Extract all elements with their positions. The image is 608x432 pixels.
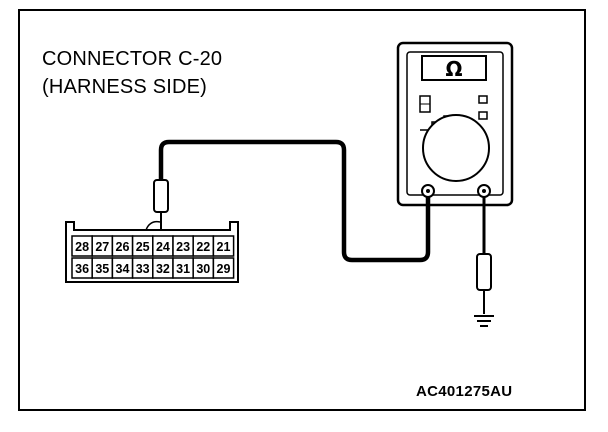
connector-pin-number: 23 xyxy=(176,240,190,254)
connector-pin-number: 33 xyxy=(136,262,150,276)
diagram-frame xyxy=(18,9,586,411)
connector-c20: 28 27 26 25 24 23 22 21 36 35 34 33 32 31 30 29 xyxy=(65,220,239,283)
connector-pin-number: 28 xyxy=(75,240,89,254)
connector-pin-number: 22 xyxy=(196,240,210,254)
connector-pin-number: 34 xyxy=(116,262,130,276)
connector-subtitle: (HARNESS SIDE) xyxy=(42,76,208,98)
connector-pin-number: 21 xyxy=(217,240,231,254)
connector-pin-number: 31 xyxy=(176,262,190,276)
ohm-symbol: Ω xyxy=(445,57,462,81)
connector-pin-number: 36 xyxy=(75,262,89,276)
connector-pin-number: 29 xyxy=(217,262,231,276)
connector-pin-number: 24 xyxy=(156,240,170,254)
connector-pin-number: 30 xyxy=(196,262,210,276)
connector-pin-number: 27 xyxy=(95,240,109,254)
test-lead-wire xyxy=(158,139,431,263)
ohmmeter-icon: Ω xyxy=(396,41,514,207)
connector-pin-number: 32 xyxy=(156,262,170,276)
figure-id: AC401275AU xyxy=(416,383,513,400)
connector-pin-number: 26 xyxy=(116,240,130,254)
ground-probe xyxy=(476,253,492,314)
connector-pin-cell xyxy=(212,235,235,257)
connector-pin-number: 25 xyxy=(136,240,150,254)
connector-pin-cell xyxy=(212,257,235,279)
connector-title: CONNECTOR C-20 xyxy=(42,48,223,70)
connector-pin-number: 35 xyxy=(95,262,109,276)
connector-probe xyxy=(153,179,169,232)
ground-icon xyxy=(474,315,494,327)
